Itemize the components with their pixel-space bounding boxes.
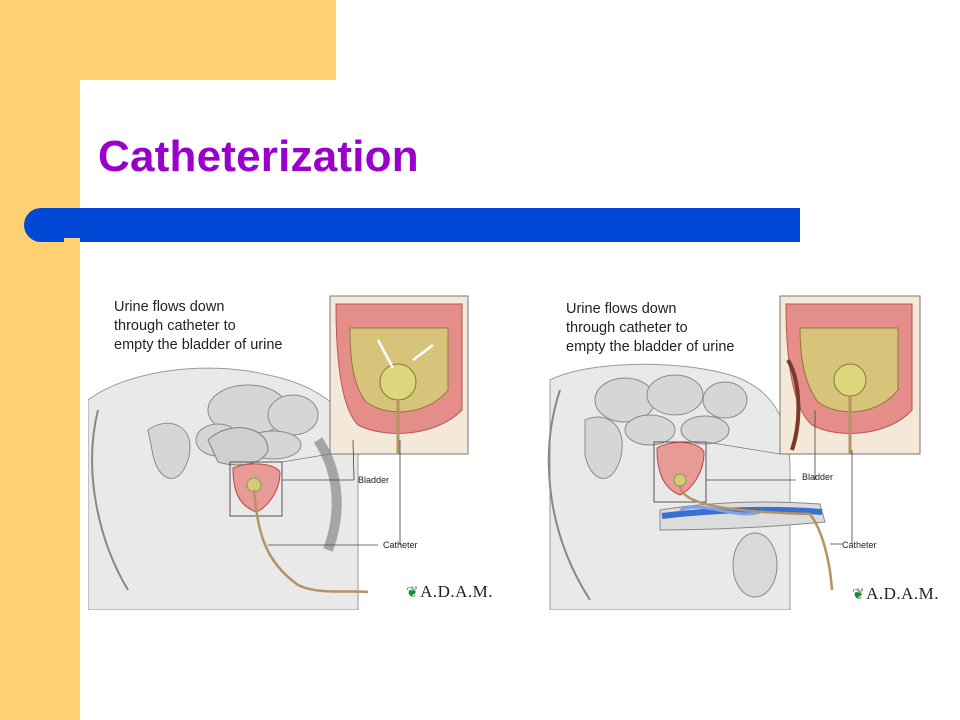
- diagram-caption: Urine flows down through catheter to emp…: [114, 299, 283, 353]
- label-bladder: Bladder: [358, 475, 390, 485]
- adam-logo: ❦A.D.A.M.: [406, 582, 494, 601]
- diagram-female: Urine flows down through catheter to emp…: [87, 290, 508, 611]
- top-accent-band: [0, 0, 336, 80]
- diagram-male: Urine flows down through catheter to emp…: [530, 290, 950, 611]
- left-accent-band: [0, 0, 80, 720]
- adam-logo: ❦A.D.A.M.: [852, 584, 940, 603]
- leaf-icon: ❦: [852, 587, 866, 603]
- female-anatomy-illustration: [87, 295, 469, 611]
- label-catheter: Catheter: [842, 540, 877, 550]
- band-notch: [64, 238, 80, 246]
- title-underline-bar: [24, 208, 800, 242]
- male-anatomy-illustration: [547, 295, 921, 611]
- slide-title: Catheterization: [98, 132, 419, 181]
- diagram-caption: Urine flows down through catheter to emp…: [566, 301, 735, 355]
- leaf-icon: ❦: [406, 585, 420, 601]
- label-bladder: Bladder: [802, 472, 834, 482]
- label-catheter: Catheter: [383, 540, 418, 550]
